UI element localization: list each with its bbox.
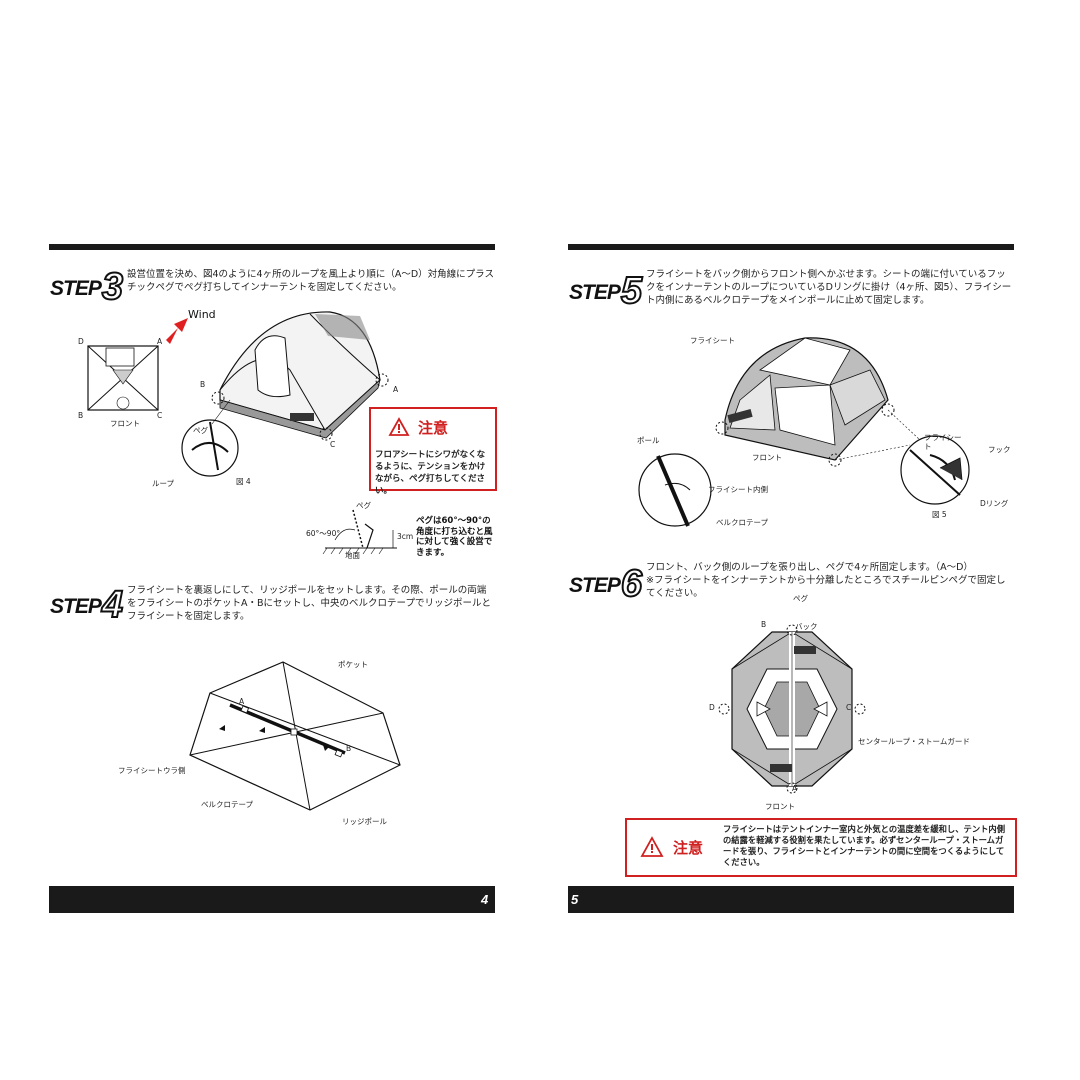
step6-label: STEP <box>569 574 621 597</box>
fig5-label-fly-inner: フライシート内側 <box>708 485 768 494</box>
peg-diagram-angle: 60°〜90° <box>306 529 341 538</box>
fig4-label-b2: B <box>200 380 206 389</box>
fig4-label-c: C <box>157 411 163 420</box>
step6-text: フロント、バック側のループを張り出し、ペグで4ヶ所固定します。（A〜D） <box>646 562 973 573</box>
step3-text: 設営位置を決め、図4のように4ヶ所のループを風上より順に（A〜D）対角線にプラス… <box>127 269 494 293</box>
fig5-label-dring: Dリング <box>980 499 1009 508</box>
step5-heading: STEP5 <box>569 266 643 313</box>
step3-number: 3 <box>101 265 124 309</box>
dome-tent <box>211 311 389 441</box>
fig6-label-b: B <box>761 620 767 629</box>
step6-caution-body: フライシートはテントインナー室内と外気との温度差を緩和し、テント内側の結露を軽減… <box>723 824 1006 867</box>
right-bottom-bar <box>568 886 1014 913</box>
step3-caution-body: フロアシートにシワがなくなるように、テンションをかけながら、ペグ打ちしてください… <box>375 450 486 496</box>
fig6-label-d: D <box>709 703 715 712</box>
right-page-number: 5 <box>571 892 579 907</box>
peg-diagram-peg: ペグ <box>356 501 371 510</box>
step4-number: 4 <box>101 583 124 627</box>
floor-plan <box>87 345 159 411</box>
fig4-label-b: B <box>78 411 84 420</box>
fig5-label-fly-short: フライシート <box>924 433 962 451</box>
fig4-label-peg: ペグ <box>193 426 208 435</box>
warning-icon <box>640 836 664 857</box>
step3-caution-title: 注意 <box>418 419 449 437</box>
fig5-caption: 図 5 <box>932 510 947 519</box>
step4-text: フライシートを裏返しにして、リッジポールをセットします。その際、ポールの両端をフ… <box>127 585 491 622</box>
left-top-bar <box>49 244 495 250</box>
fig4-label-a: A <box>157 337 163 346</box>
peg-diagram-note: ペグは60°〜90°の角度に打ち込むと風に対して強く設営できます。 <box>416 516 493 558</box>
fig4-label-d: D <box>78 337 84 346</box>
fig-label-fly-back: フライシートウラ側 <box>118 766 186 775</box>
wind-label: Wind <box>188 308 216 321</box>
step3-caution-box: 注意 フロアシートにシワがなくなるように、テンションをかけながら、ペグ打ちしてく… <box>369 407 497 496</box>
step5-label: STEP <box>569 281 621 304</box>
step6-caution-title: 注意 <box>673 839 704 857</box>
fig6-label-back: バック <box>795 622 818 631</box>
fly-sheet-ridge-diagram <box>189 661 401 811</box>
step6-caution-box: 注意 フライシートはテントインナー室内と外気との温度差を緩和し、テント内側の結露… <box>625 818 1017 877</box>
fig4-label-a2: A <box>393 385 399 394</box>
fig-label-velcro: ベルクロテープ <box>201 800 254 809</box>
loop-detail <box>181 399 239 477</box>
left-bottom-bar <box>49 886 495 913</box>
step4-label: STEP <box>50 595 102 618</box>
step5-illustration <box>638 337 970 527</box>
step6-heading: STEP6 <box>569 559 643 606</box>
step3-heading: STEP3 <box>50 262 124 309</box>
warning-icon <box>388 417 410 436</box>
fig4-label-front: フロント <box>110 419 140 428</box>
fig5-label-pole: ポール <box>637 436 660 445</box>
step4-heading: STEP4 <box>50 580 124 627</box>
fig6-label-a: A <box>792 784 798 793</box>
step5-text: フライシートをバック側からフロント側へかぶせます。シートの端に付いているフックを… <box>646 269 1012 306</box>
fig6-label-front: フロント <box>765 802 795 811</box>
fig5-label-fly: フライシート <box>690 336 735 345</box>
fig5-label-velcro: ベルクロテープ <box>716 518 769 527</box>
fig5-label-front: フロント <box>752 453 782 462</box>
dome-tent-fly <box>715 337 921 467</box>
hook-detail <box>900 435 970 505</box>
peg-diagram-depth: 3cm <box>397 532 414 541</box>
fig6-label-peg: ペグ <box>793 594 808 603</box>
fig4-caption: 図 4 <box>236 477 251 486</box>
step5-number: 5 <box>620 269 643 313</box>
fig-label-ridge: リッジポール <box>342 817 387 826</box>
fig-label-a: A <box>239 697 245 706</box>
step3-illustration <box>87 311 389 477</box>
fig-label-b: B <box>346 744 352 753</box>
fig4-label-c2: C <box>330 440 336 449</box>
fig6-label-center: センターループ・ストームガード <box>858 737 970 746</box>
wind-arrow-icon <box>166 318 188 344</box>
octagon-tent-topview <box>718 624 866 794</box>
peg-diagram-ground: 地面 <box>345 551 360 560</box>
left-page-number: 4 <box>481 892 489 907</box>
pole-detail <box>638 453 712 527</box>
peg-angle-diagram <box>322 509 397 555</box>
fig5-label-hook: フック <box>988 445 1011 454</box>
right-top-bar <box>568 244 1014 250</box>
step6-number: 6 <box>620 562 643 606</box>
step3-label: STEP <box>50 277 102 300</box>
fig4-label-loop: ループ <box>152 479 175 488</box>
fig-label-pocket: ポケット <box>338 660 368 669</box>
step6-note: ※フライシートをインナーテントから十分離したところでスチールピンペグで固定してく… <box>646 575 1006 599</box>
fig6-label-c: C <box>846 703 852 712</box>
